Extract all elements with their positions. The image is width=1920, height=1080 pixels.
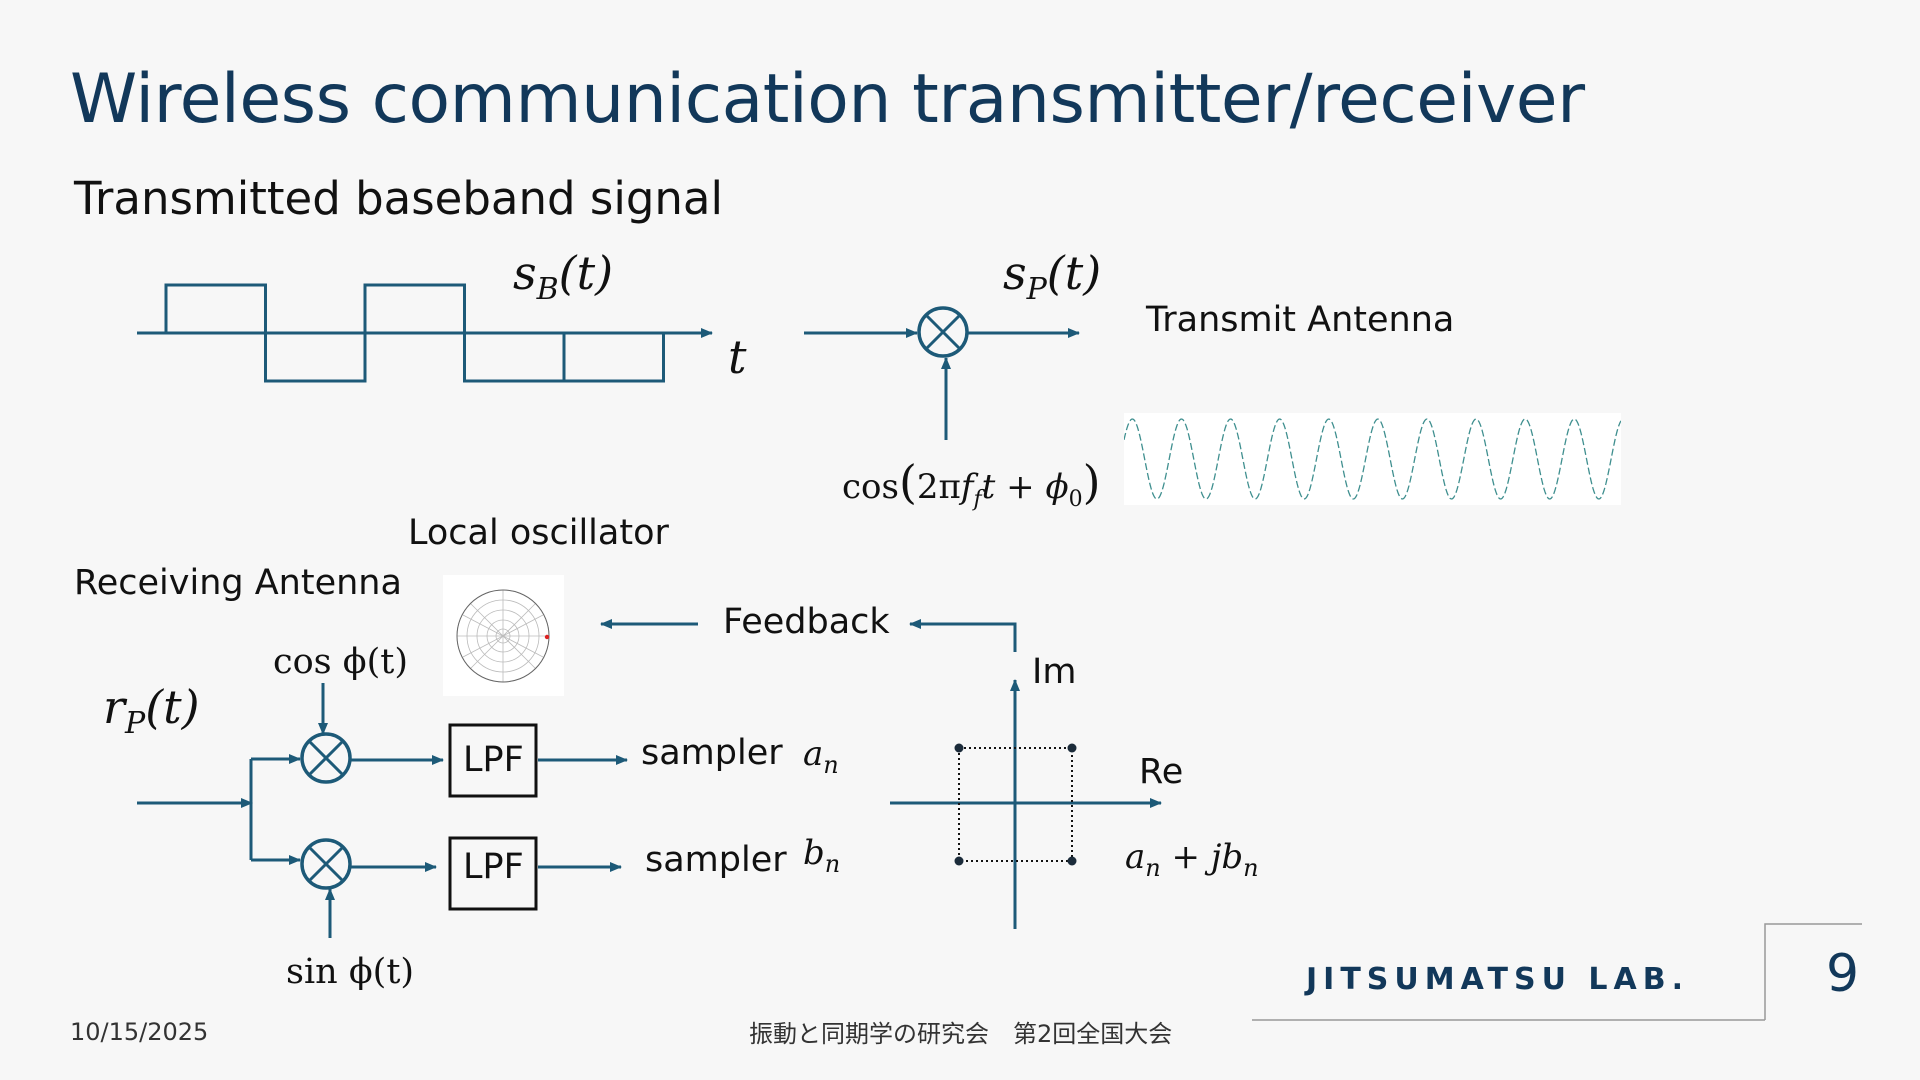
page-title: Wireless communication transmitter/recei… bbox=[70, 60, 1585, 139]
constellation-point bbox=[1067, 856, 1077, 866]
sin-input-label: sin ϕ(t) bbox=[286, 952, 415, 992]
receiver-section bbox=[137, 619, 1017, 938]
feedback-path bbox=[909, 619, 1017, 652]
constellation-point bbox=[954, 743, 964, 753]
lpf-upper-box bbox=[448, 723, 538, 798]
footer-frame bbox=[1252, 923, 1862, 1021]
baseband-pulse-train bbox=[164, 283, 665, 383]
footer-date: 10/15/2025 bbox=[70, 1018, 209, 1046]
polar-plot-marker bbox=[544, 634, 550, 640]
complex-symbol-label: an + jbn bbox=[1125, 837, 1259, 882]
rx-lower-mixer-multiply-icon bbox=[300, 838, 352, 890]
output-a-n-label: an bbox=[803, 734, 839, 779]
lpf-lower-box bbox=[448, 836, 538, 911]
constellation-point bbox=[954, 856, 964, 866]
rx-upper-mixer-multiply-icon bbox=[300, 732, 352, 784]
transmit-mixer-section bbox=[804, 306, 1080, 440]
baseband-signal-label: sB(t) bbox=[513, 246, 614, 308]
sampler-upper-label: sampler bbox=[641, 733, 783, 773]
constellation-square bbox=[958, 747, 1073, 862]
constellation-diagram bbox=[890, 679, 1162, 929]
real-axis-label: Re bbox=[1139, 752, 1184, 792]
received-signal-label: rP(t) bbox=[103, 680, 200, 742]
footer-conference: 振動と同期学の研究会 第2回全国大会 bbox=[749, 1020, 1173, 1048]
baseband-waveform bbox=[137, 283, 713, 383]
tx-mixer-multiply-icon bbox=[917, 306, 969, 358]
feedback-label: Feedback bbox=[723, 602, 890, 642]
carrier-waveform-image bbox=[1124, 413, 1621, 505]
sampler-lower-label: sampler bbox=[645, 840, 787, 880]
carrier-sine-wave bbox=[1124, 418, 1621, 500]
lab-logo: JITSUMATSU LAB. bbox=[1306, 962, 1689, 997]
imag-axis-label: Im bbox=[1032, 652, 1077, 692]
time-axis-label: t bbox=[728, 330, 747, 384]
receiving-antenna-label: Receiving Antenna bbox=[74, 563, 402, 603]
constellation-point bbox=[1067, 743, 1077, 753]
local-oscillator-polar-plot bbox=[443, 575, 564, 696]
lpf-lower-label: LPF bbox=[463, 847, 524, 887]
cos-input-label: cos ϕ(t) bbox=[273, 642, 408, 682]
output-b-n-label: bn bbox=[803, 833, 841, 878]
carrier-label: cos(2πfft + ϕ0) bbox=[842, 455, 1101, 512]
transmit-antenna-label: Transmit Antenna bbox=[1146, 300, 1455, 340]
page-number: 9 bbox=[1826, 944, 1860, 1004]
passband-signal-label: sP(t) bbox=[1003, 246, 1102, 308]
local-oscillator-label: Local oscillator bbox=[408, 513, 669, 553]
section-subtitle: Transmitted baseband signal bbox=[74, 172, 724, 225]
lpf-upper-label: LPF bbox=[463, 740, 524, 780]
